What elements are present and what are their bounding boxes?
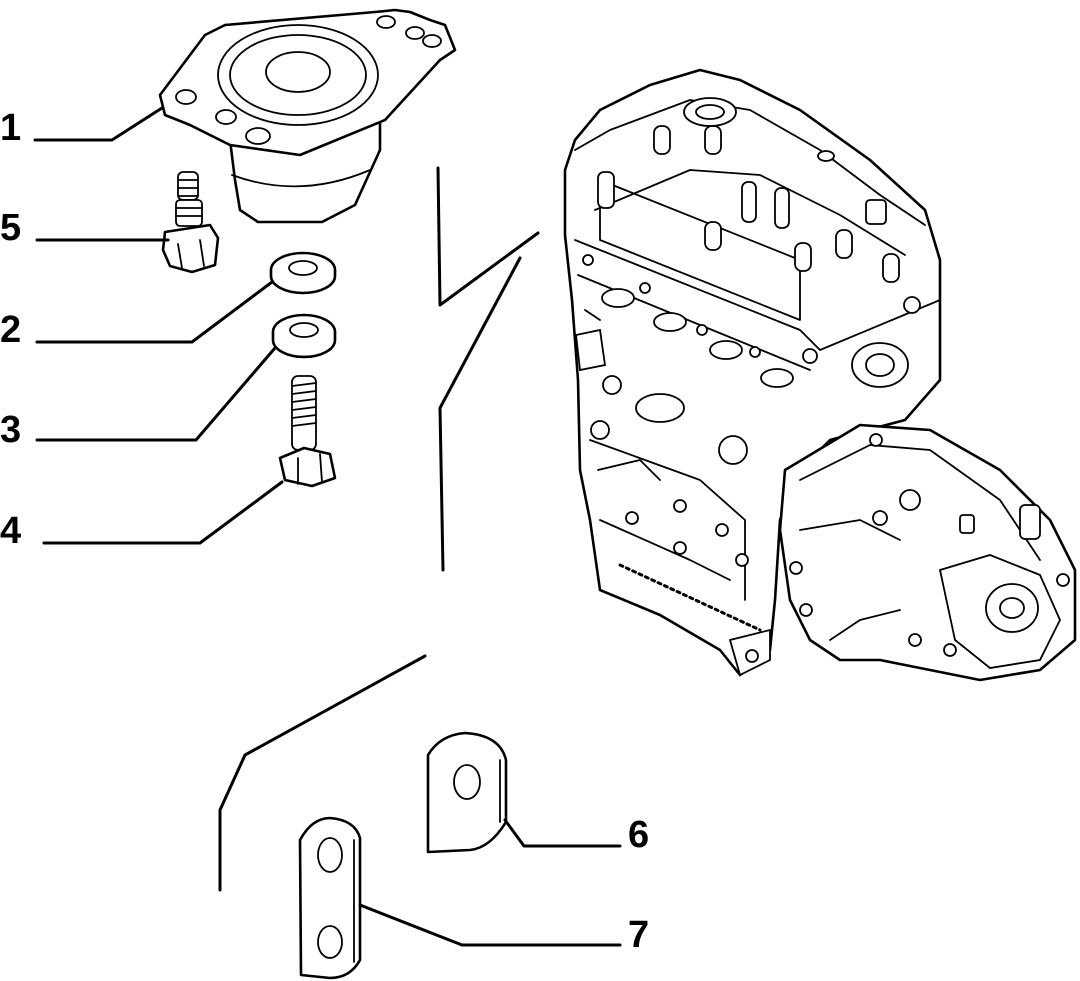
part-6-bracket	[426, 731, 508, 854]
part-5-stud-bolt	[161, 171, 220, 274]
engine-assembly	[563, 68, 1077, 682]
part-4-bolt	[278, 375, 337, 488]
callout-4: 4	[0, 510, 21, 552]
callout-7: 7	[628, 914, 649, 956]
leader-lines	[33, 106, 622, 947]
callout-6: 6	[628, 814, 649, 856]
part-7-bracket	[298, 816, 362, 980]
assembly-centerlines	[218, 166, 540, 892]
callout-labels: 1 5 2 3 4 6 7	[0, 107, 649, 956]
callout-3: 3	[0, 409, 21, 451]
callout-2: 2	[0, 309, 21, 351]
part-3-washer	[271, 313, 337, 359]
callout-1: 1	[0, 107, 21, 149]
part-1-engine-mount	[158, 8, 457, 224]
part-2-washer	[269, 251, 337, 295]
callout-5: 5	[0, 207, 21, 249]
